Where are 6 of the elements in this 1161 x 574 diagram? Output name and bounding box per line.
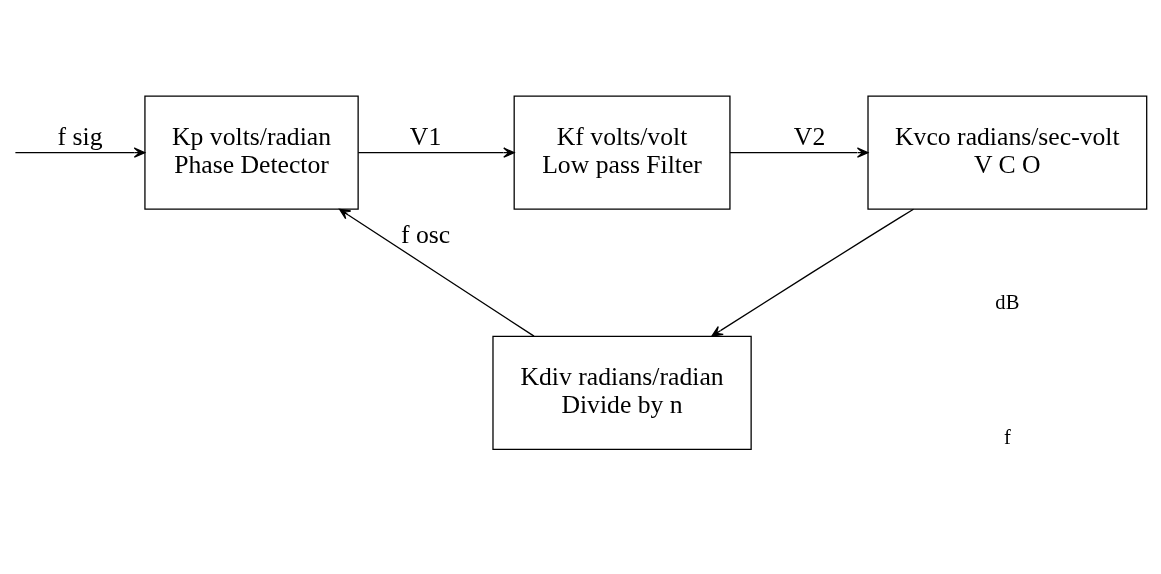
edge-label: f osc [400,219,451,249]
edge-label: V2 [793,121,826,151]
edge-label: f sig [57,121,103,151]
label: f [1003,425,1011,448]
label: dB [995,290,1020,313]
edge-label: V1 [409,121,442,151]
